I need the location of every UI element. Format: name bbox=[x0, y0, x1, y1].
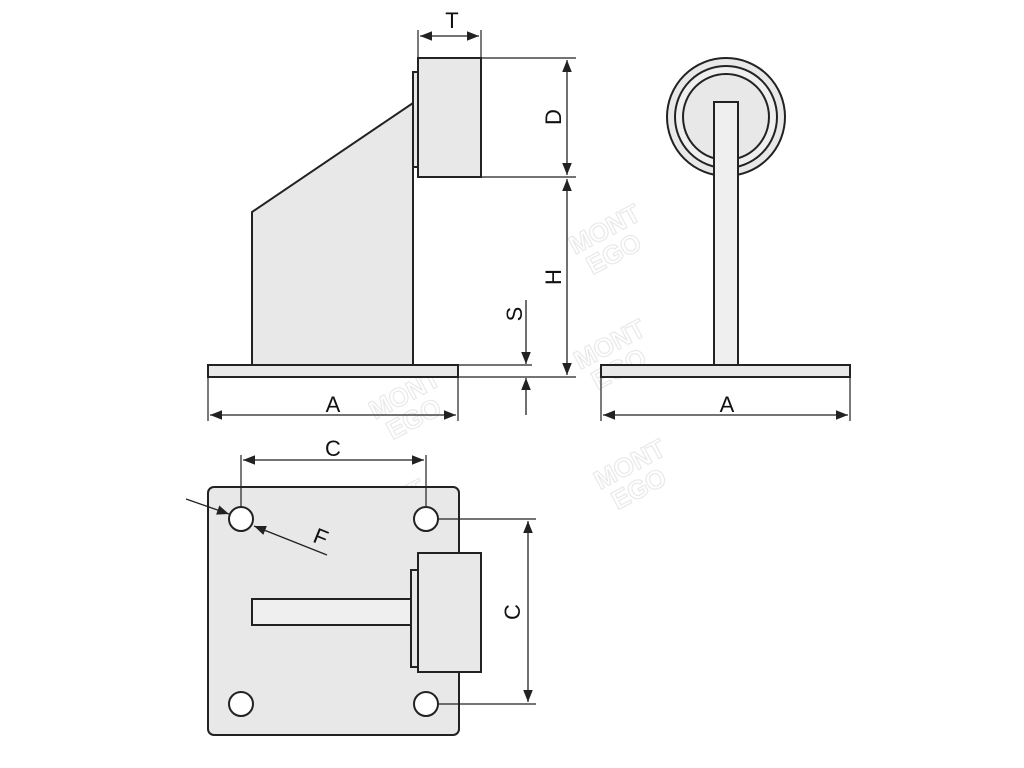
base-plate bbox=[207, 364, 459, 378]
mounting-hole bbox=[413, 691, 439, 717]
side-view: T D H S A bbox=[207, 8, 576, 421]
mounting-hole bbox=[228, 691, 254, 717]
rubber-bumper bbox=[417, 57, 482, 178]
support-arm-plan bbox=[251, 598, 413, 626]
label-c: C bbox=[325, 436, 341, 461]
mounting-hole bbox=[413, 506, 439, 532]
support-post bbox=[713, 101, 739, 366]
label-s: S bbox=[502, 307, 527, 322]
label-d: D bbox=[541, 109, 566, 125]
label-h: H bbox=[541, 269, 566, 285]
dimension-line-f bbox=[253, 525, 328, 556]
top-view: C C F bbox=[185, 436, 536, 736]
bumper-flange bbox=[410, 569, 419, 668]
mounting-hole bbox=[228, 506, 254, 532]
rubber-bumper bbox=[417, 552, 482, 673]
label-t: T bbox=[445, 8, 458, 33]
front-view: A bbox=[600, 57, 851, 421]
label-a: A bbox=[326, 392, 341, 417]
dimension-line-f bbox=[185, 498, 230, 515]
label-a: A bbox=[720, 392, 735, 417]
base-plate bbox=[600, 364, 851, 378]
support-arm bbox=[251, 101, 414, 366]
label-c: C bbox=[500, 604, 525, 620]
